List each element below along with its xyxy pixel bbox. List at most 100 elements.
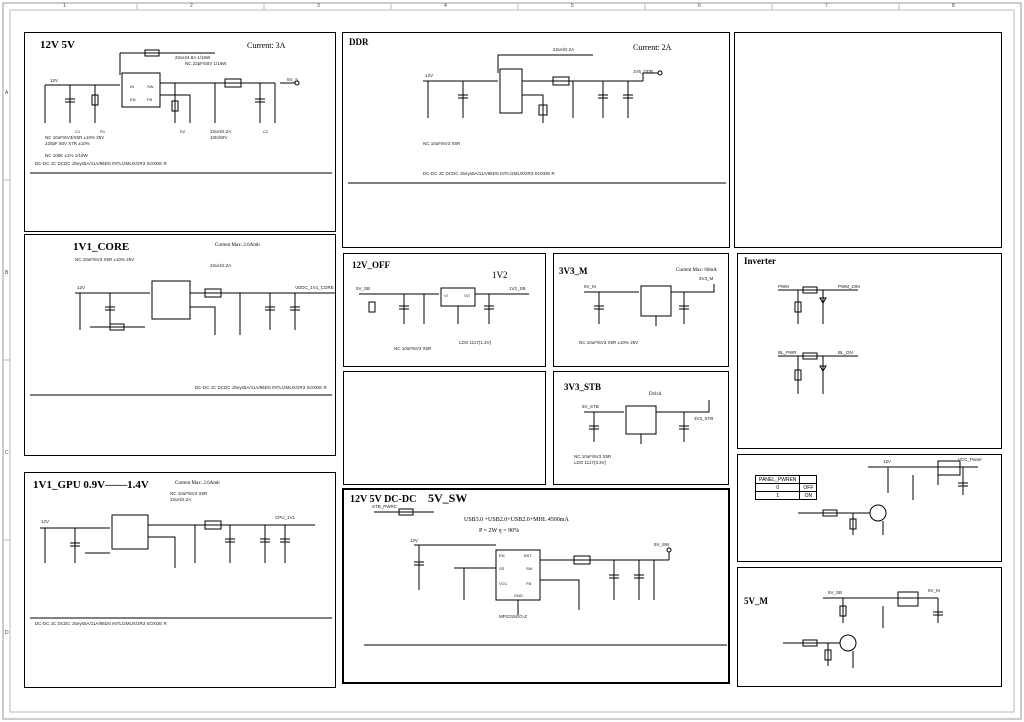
part-note: NC 10uF/6V3 X5R	[170, 491, 208, 496]
block-inverter: Inverter PWM PWM_DIM BL_PWR BL_ON	[737, 253, 1002, 449]
part-note: DC-DC JC DCDC JSeys5A/11A/86DS INTL/2MUX…	[35, 161, 167, 166]
part-note: DC-DC JC DCDC JSeys5A/11A/86DS INTL/2MUX…	[35, 621, 167, 626]
part-note: NC 10uF/6V3 X5R ±10% 25V	[579, 340, 639, 345]
circuit-wiring	[343, 33, 731, 249]
net-label: 5V_M	[928, 588, 940, 593]
svg-text:VI: VI	[444, 293, 448, 298]
circuit-wiring	[25, 473, 337, 689]
circuit-wiring	[738, 568, 1003, 688]
block-title: DDR	[349, 37, 369, 47]
net-label: PWM	[778, 284, 789, 289]
circuit-wiring	[554, 372, 730, 486]
block-title: 12V 5V	[40, 39, 75, 51]
current-label: Current: 3A	[247, 41, 286, 50]
col-mark: 5	[571, 3, 574, 9]
col-mark: 1	[63, 3, 66, 9]
circuit-wiring: IN SW EN FB C1 R1 R2 C2	[25, 33, 337, 233]
net-label: 5V_STB	[582, 404, 599, 409]
row-mark: B	[5, 270, 9, 276]
svg-text:IN: IN	[130, 84, 134, 89]
svg-text:C1: C1	[75, 129, 81, 134]
net-label: 12V	[425, 73, 434, 78]
part-note: 22uH/2.2A	[170, 497, 192, 502]
block-ddr: DDR Current: 2A	[342, 32, 730, 248]
block-title: 1V1_GPU 0.9V——1.4V	[33, 479, 149, 491]
net-label: BL_ON	[838, 350, 853, 355]
part-note: DC-DC JC DCDC JSeys5A/11A/86DS INTL/2MUX…	[423, 171, 555, 176]
net-label: 5V_M	[584, 284, 596, 289]
col-mark: 4	[444, 3, 447, 9]
part-note: 22uH/4.8A 1/16W	[175, 55, 211, 60]
row-mark: C	[5, 450, 9, 456]
circuit-wiring	[25, 235, 337, 457]
col-mark: 6	[698, 3, 701, 9]
net-label: 1V5_DDR	[633, 69, 654, 74]
rail-label: 1V2	[492, 270, 508, 280]
svg-text:C2: C2	[263, 129, 269, 134]
net-label: BL_PWR	[778, 350, 797, 355]
current-label: Current Max: 60mA	[676, 268, 717, 273]
block-title: Inverter	[744, 256, 776, 266]
block-3v3-m: 3V3_M Current Max: 60mA NC 10uF/6V3 X5R …	[553, 253, 729, 367]
part-note: 22uH/2.2A	[210, 263, 232, 268]
net-label: VDDC_1V1_CORE	[295, 285, 334, 290]
part-note: LDO 1117(3.3V)	[574, 460, 607, 465]
circuit-wiring: VI VO	[344, 254, 547, 368]
net-label: VCC_Panel	[958, 457, 982, 462]
svg-text:GND: GND	[514, 593, 523, 598]
block-title-2: 5V_SW	[428, 491, 468, 505]
part-note: NC 22pF/50V 1/16W	[185, 61, 227, 66]
svg-text:FB: FB	[147, 97, 152, 102]
circuit-wiring: EN SS VCC BST SW FB GND	[344, 490, 732, 686]
net-label: STB_PWRC	[372, 504, 398, 509]
efficiency-label: P = 2W η = 90%	[479, 528, 520, 534]
row-mark: A	[5, 90, 9, 96]
spec-label: USB3.0 +USB2.0+USB2.0+MHL 4500mA	[464, 517, 569, 523]
part-note: LDO 1117(1.2V)	[459, 340, 492, 345]
svg-text:BST: BST	[524, 553, 532, 558]
current-label: Current Max: 2.6Amb	[215, 243, 260, 248]
svg-text:R2: R2	[180, 129, 186, 134]
net-label: 12V	[41, 519, 50, 524]
svg-text:SW: SW	[147, 84, 154, 89]
part-note: 220pF 50V X7R ±10%	[45, 141, 90, 146]
net-label: 5V_SB	[828, 590, 843, 595]
block-1v1-core: 1V1_CORE Current Max: 2.6Amb	[24, 234, 336, 456]
svg-text:EN: EN	[130, 97, 136, 102]
net-label: PWM_DIM	[838, 284, 860, 289]
part-number: MP2315GG-Z	[499, 614, 528, 619]
net-label: 12V	[883, 459, 892, 464]
part-note: NC 100K ±1% 1/16W	[45, 153, 88, 158]
col-mark: 8	[952, 3, 955, 9]
part-note: NC 10uF/6V3 X5R	[423, 141, 461, 146]
block-title: 3V3_STB	[564, 382, 602, 392]
net-label: 12V	[77, 285, 86, 290]
part-note: NC 10uF/6V3 X5R	[394, 346, 432, 351]
part-note: NC 10uF/6V3 X5R ±10% 25V	[75, 257, 135, 262]
col-mark: 7	[825, 3, 828, 9]
col-mark: 2	[190, 3, 193, 9]
block-title: 1V1_CORE	[73, 241, 130, 253]
svg-text:SS: SS	[499, 566, 505, 571]
block-title: 3V3_M	[559, 266, 588, 276]
svg-text:R1: R1	[100, 129, 106, 134]
block-5v-sw: 12V 5V DC-DC 5V_SW USB3.0 +USB2.0+USB2.0…	[342, 488, 730, 684]
block-3v3-stb: 3V3_STB Dvlcd LDO 1117(3.3V) NC 10uF/6V3…	[553, 371, 729, 485]
net-label: 3V3_STB	[694, 416, 714, 421]
net-label: 1V2_SB	[509, 286, 526, 291]
circuit-wiring	[554, 254, 730, 368]
block-12v-5v: 12V 5V Current: 3A	[24, 32, 336, 232]
net-label: 3V3_M	[699, 276, 714, 281]
svg-text:VO: VO	[464, 293, 470, 298]
block-title: 5V_M	[744, 596, 768, 606]
part-note: 22uH/2.2A	[553, 47, 575, 52]
net-label: 12V	[50, 78, 59, 83]
svg-text:FB: FB	[526, 581, 531, 586]
net-label: 5V_SB	[356, 286, 371, 291]
current-label: Current: 2A	[633, 43, 672, 52]
